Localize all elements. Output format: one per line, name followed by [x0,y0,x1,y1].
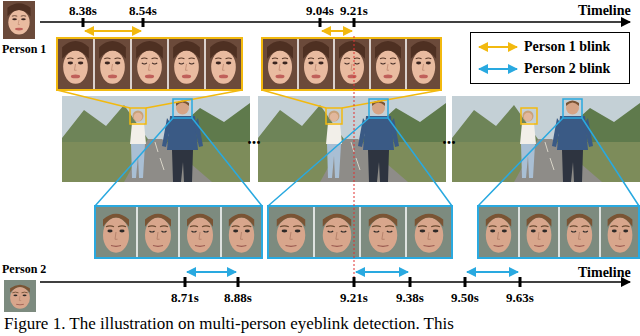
timestamp: 9.38s [396,290,424,305]
legend-text: Person 2 blink [524,61,610,77]
ellipsis: ... [247,128,261,148]
timestamp: 8.88s [224,290,252,305]
person-label: Person 2 [2,262,46,276]
axis-label: Timeline [578,265,631,281]
scene-frames [62,96,640,182]
strip-borders [57,38,639,258]
ellipsis: ... [442,128,456,148]
person-label: Person 1 [2,42,46,56]
axis-label: Timeline [578,3,631,19]
face-crop-strip [57,38,640,258]
timestamp: 8.54s [129,3,157,18]
timestamp: 9.63s [506,290,534,305]
figure-caption: Figure 1. The illustration on multi-pers… [4,314,454,333]
timestamp: 8.71s [171,290,199,305]
timestamp: 8.38s [69,3,97,18]
zoom-lines [57,90,639,206]
legend-text: Person 1 blink [524,39,610,55]
timestamp: 9.21s [340,290,368,305]
timestamp: 9.21s [340,3,368,18]
head-boxes [130,99,582,124]
sync-line [354,36,355,277]
timestamp: 9.04s [306,3,334,18]
timestamp: 9.50s [451,290,479,305]
